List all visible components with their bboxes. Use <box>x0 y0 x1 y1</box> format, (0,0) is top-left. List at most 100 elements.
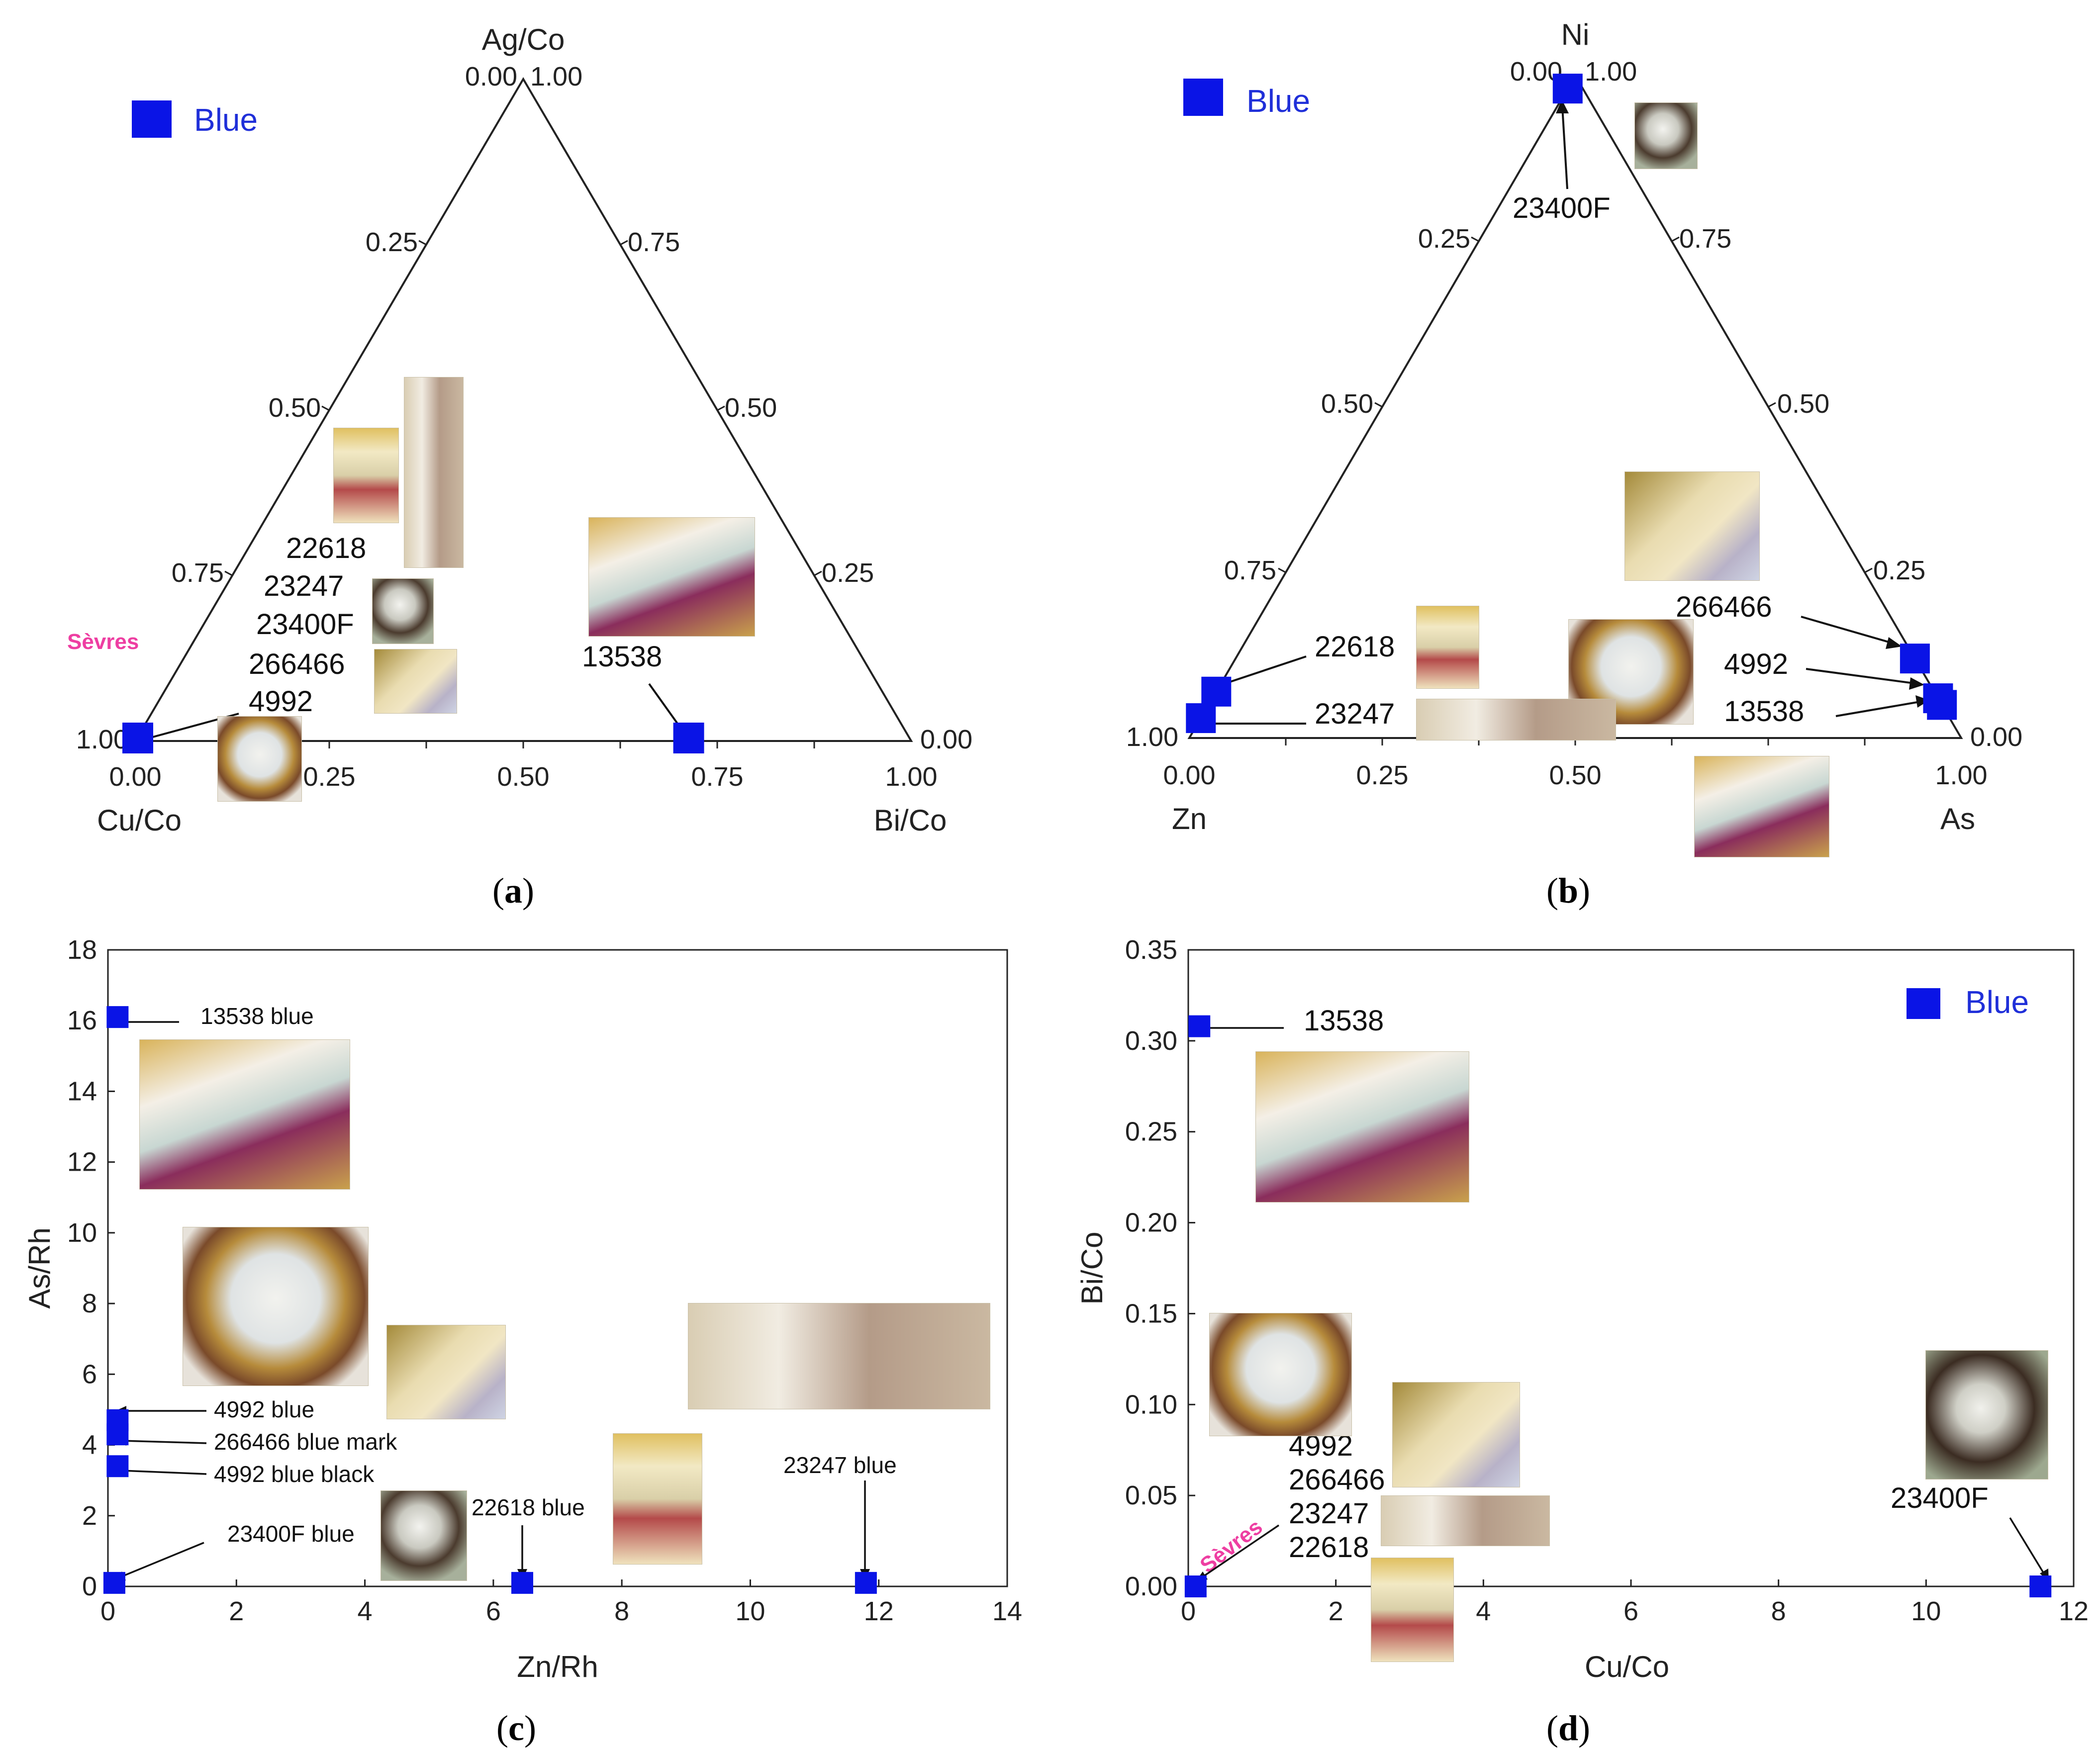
arrowhead-4992 <box>1909 677 1924 690</box>
arrow-4992-black <box>121 1470 207 1475</box>
left-edge-tick-4: 1.00 <box>1126 722 1178 752</box>
y-tick-label: 0.20 <box>1125 1208 1177 1238</box>
sample-label-266466: 266466 <box>1676 591 1772 623</box>
x-tick-label: 6 <box>486 1596 501 1626</box>
arrowhead-266466 <box>1886 637 1902 649</box>
annotation-23400F: 23400F <box>1891 1482 1989 1514</box>
caption-a-letter: a <box>504 871 522 911</box>
annotation-13538-blue: 13538 blue <box>200 1003 314 1029</box>
bottom-tick-2: 0.50 <box>1549 760 1601 790</box>
left-edge-tick-3: 0.75 <box>1224 555 1276 585</box>
y-tick-label: 16 <box>67 1006 97 1035</box>
photo-teapot <box>1694 756 1829 857</box>
photo-teapot <box>588 517 755 637</box>
data-point-a-0 <box>122 723 153 753</box>
arrow-22618 <box>1216 655 1307 687</box>
left-edge-tick-3: 0.75 <box>172 558 224 588</box>
plot-frame <box>107 949 1008 1587</box>
photo-vase <box>386 1325 506 1419</box>
sample-label-22618: 22618 <box>1315 631 1395 663</box>
sample-label-23247: 23247 <box>264 570 344 602</box>
panel-a-svg: Ag/Co 0.00 1.00 0.25 0.50 0.75 1.00 0.75… <box>67 23 972 837</box>
bottom-tick-4: 1.00 <box>1935 760 1987 790</box>
photo-spoon <box>688 1303 990 1409</box>
x-tick-label: 2 <box>1329 1596 1343 1626</box>
legend-label: Blue <box>1246 83 1310 119</box>
apex-label-top: Ni <box>1561 18 1590 51</box>
photo-jar <box>613 1433 702 1565</box>
annotation-13538: 13538 <box>1304 1005 1384 1037</box>
legend-label: Blue <box>1965 984 2029 1020</box>
annotation-4992-blue-black: 4992 blue black <box>214 1461 375 1487</box>
photo-jar <box>333 428 399 523</box>
photo-lion <box>381 1490 467 1581</box>
corner-label-right: As <box>1940 802 1975 835</box>
photo-bowl <box>217 716 302 802</box>
data-point-d-2 <box>2029 1575 2052 1597</box>
y-axis-title: As/Rh <box>23 1227 56 1308</box>
photo-teapot <box>139 1039 350 1190</box>
data-point-b-3 <box>1927 690 1957 720</box>
data-point-c-3 <box>106 1455 129 1478</box>
left-edge-tick-2: 0.50 <box>1321 389 1373 419</box>
y-tick-label: 0 <box>82 1572 97 1601</box>
right-edge-tick-4: 0.00 <box>1970 722 2022 752</box>
x-axis-title: Cu/Co <box>1585 1650 1669 1683</box>
data-point-b-1 <box>1900 644 1930 674</box>
photo-spoon <box>1416 699 1616 740</box>
y-tick-label: 0.35 <box>1125 935 1177 965</box>
photo-jar <box>1371 1558 1454 1662</box>
data-point-c-6 <box>855 1572 877 1594</box>
y-tick-label: 0.15 <box>1125 1298 1177 1328</box>
photo-vase <box>1624 471 1760 581</box>
caption-a: (a) <box>492 871 534 911</box>
panel-d-points <box>1184 1015 2052 1597</box>
apex-tick-left: 0.00 <box>465 62 517 92</box>
data-point-c-2 <box>106 1423 129 1446</box>
arrowhead-13538 <box>1915 695 1929 708</box>
bottom-tick-0: 0.00 <box>1163 760 1215 790</box>
x-tick-label: 4 <box>1476 1596 1491 1626</box>
legend-marker <box>1907 988 1940 1019</box>
x-tick-label: 14 <box>992 1596 1022 1626</box>
right-edge-tick-2: 0.50 <box>1777 389 1829 419</box>
x-tick-label: 10 <box>1911 1596 1941 1626</box>
sample-label-23247: 23247 <box>1315 698 1395 730</box>
panel-b-ternary-chart: Ni 0.00 1.00 0.25 0.50 0.75 1.00 0.75 0.… <box>1050 0 2100 911</box>
sample-label-23400F: 23400F <box>256 608 354 641</box>
corner-label-left: Zn <box>1172 802 1207 835</box>
y-tick-label: 0.05 <box>1125 1480 1177 1510</box>
arrow-23400F <box>119 1542 204 1578</box>
arrow-23400F <box>1561 106 1568 189</box>
y-tick-label: 6 <box>82 1359 97 1389</box>
y-tick-label: 14 <box>67 1076 97 1106</box>
y-tick-label: 8 <box>82 1289 97 1318</box>
x-tick-label: 8 <box>614 1596 629 1626</box>
sample-label-13538: 13538 <box>1724 695 1804 728</box>
right-edge-tick-3: 0.25 <box>822 558 874 588</box>
y-tick-label: 0.10 <box>1125 1389 1177 1419</box>
sample-label-4992: 4992 <box>249 685 313 718</box>
caption-c: (c) <box>496 1708 536 1748</box>
right-edge-tick-1: 0.75 <box>1679 224 1731 254</box>
data-point-b-4 <box>1201 676 1232 707</box>
panel-b-points <box>1186 74 1957 734</box>
data-point-a-1 <box>673 723 704 753</box>
arrowhead-23400F <box>1556 99 1569 113</box>
bottom-tick-0: 0.00 <box>109 762 161 792</box>
panel-a-points <box>122 723 704 753</box>
annotation-23247-blue: 23247 blue <box>783 1452 897 1478</box>
annotation-22618-blue: 22618 blue <box>472 1494 585 1520</box>
photo-jar <box>1416 606 1479 689</box>
y-tick-label: 0.25 <box>1125 1117 1177 1147</box>
data-point-b-0 <box>1552 74 1583 104</box>
arrow-266466 <box>1801 616 1896 645</box>
apex-label-top: Ag/Co <box>482 23 565 56</box>
y-tick-label: 2 <box>82 1501 97 1531</box>
annotation-23247: 23247 <box>1289 1497 1369 1530</box>
arrow-cluster <box>1201 1524 1279 1578</box>
